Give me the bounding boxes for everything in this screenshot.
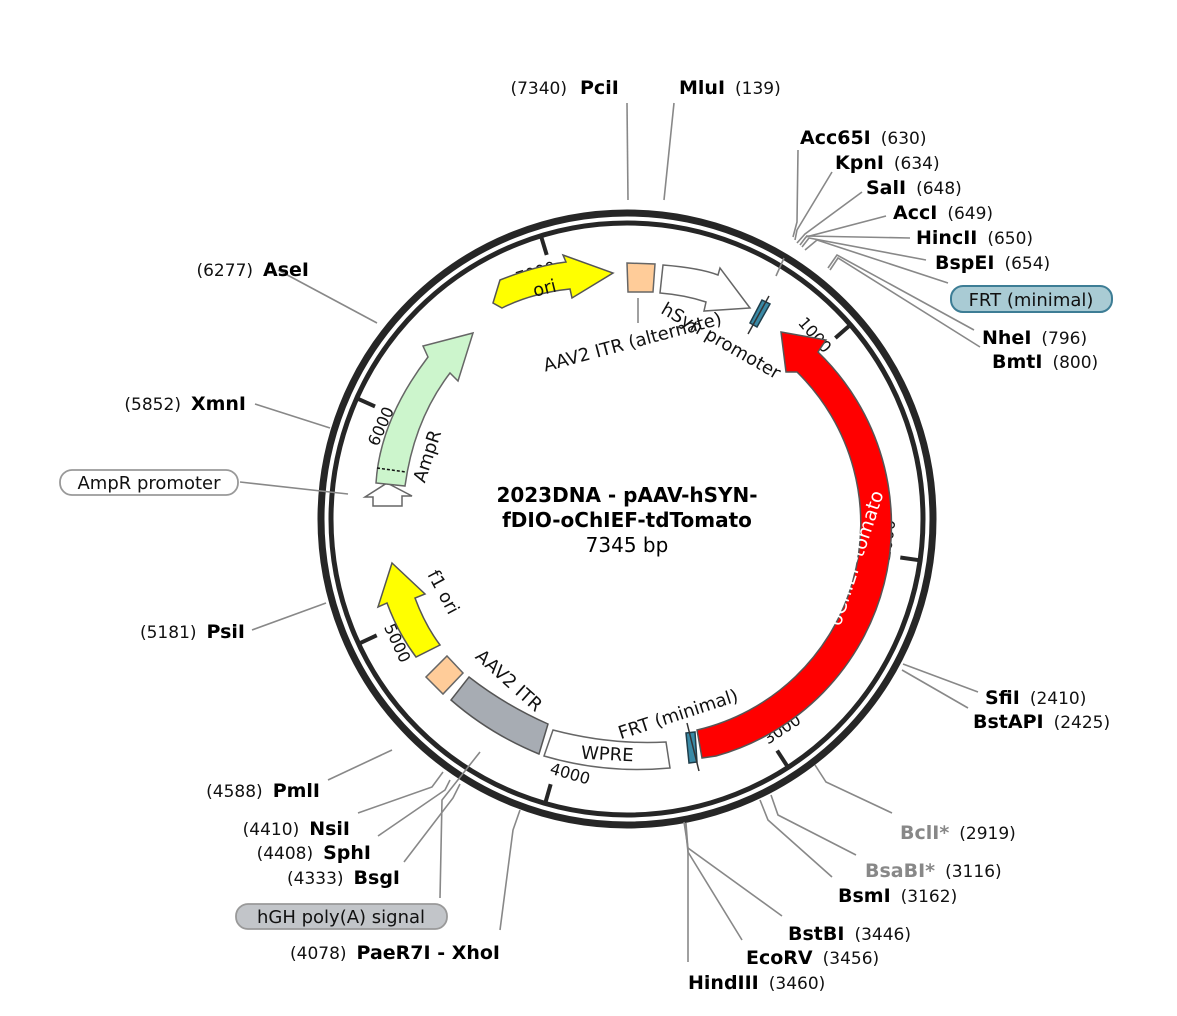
leader-bstapi [901, 669, 969, 709]
feature-f1-ori[interactable] [376, 561, 442, 658]
site-xhoi[interactable]: (4078)PaeR7I - XhoI [290, 942, 500, 964]
site-psii[interactable]: (5181)PsiI [140, 621, 245, 643]
leader-sphi [377, 779, 451, 837]
site-sali[interactable]: SalI(648) [866, 177, 962, 199]
leader-bcli [814, 764, 893, 814]
tick-mark-7000 [539, 237, 549, 256]
plasmid-length: 7345 bp [586, 533, 669, 557]
callout-frt-box [950, 285, 1113, 313]
frt-top-marker [747, 295, 770, 335]
leader-asei [277, 269, 378, 324]
site-asei[interactable]: (6277)AseI [196, 259, 309, 281]
site-pcii[interactable]: (7340) [510, 79, 567, 99]
leader-bmti [829, 256, 981, 348]
site-bspei[interactable]: BspEI(654) [935, 252, 1050, 274]
leader-hindiii [685, 822, 689, 962]
feature-hsyn-promoter[interactable] [659, 264, 752, 312]
feature-aav2-itr-alternate[interactable] [626, 262, 656, 293]
leader-bsmi [759, 799, 833, 878]
leader-hgh [439, 751, 481, 899]
leader-kpni [794, 171, 833, 241]
tick-mark-6000 [357, 397, 376, 409]
site-bstbi[interactable]: BstBI(3446) [788, 923, 911, 945]
site-pmli[interactable]: (4588)PmlI [206, 780, 320, 802]
plasmid-title-block: 2023DNA - pAAV-hSYN- fDIO-oChIEF-tdTomat… [496, 483, 757, 557]
callout-hgh-box [235, 903, 448, 930]
site-bmti[interactable]: BmtI(800) [992, 351, 1098, 373]
feature-ampr[interactable] [375, 331, 475, 487]
leader-xhoi [499, 809, 521, 931]
leader-ampr-promoter [239, 481, 349, 495]
leader-lines [239, 102, 981, 962]
callout-hgh-polya[interactable]: hGH poly(A) signal [235, 903, 448, 930]
leader-sfii [902, 663, 979, 693]
site-sfii[interactable]: SfiI(2410) [985, 687, 1086, 709]
leader-mlui [663, 102, 675, 201]
site-hincii[interactable]: HincII(650) [916, 227, 1033, 249]
leader-acc65i [792, 149, 799, 238]
leader-bsgi [403, 783, 461, 863]
site-nhei[interactable]: NheI(796) [982, 327, 1087, 349]
site-bsabi[interactable]: BsaBI*(3116) [865, 860, 1002, 882]
site-kpni[interactable]: KpnI(634) [835, 152, 940, 174]
site-mlui[interactable]: MluI(139) [679, 77, 781, 99]
feature-label-wpre: WPRE [581, 743, 635, 767]
site-bcli[interactable]: BclI*(2919) [900, 822, 1016, 844]
site-bstapi[interactable]: BstAPI(2425) [973, 711, 1110, 733]
leader-psii [251, 602, 327, 631]
callout-ampr-promoter-box [59, 469, 239, 496]
site-sphi[interactable]: (4408)SphI [257, 842, 371, 864]
site-ecorv[interactable]: EcoRV(3456) [746, 947, 879, 969]
callout-ampr-promoter-label: AmpR promoter [77, 473, 221, 494]
site-bsgi[interactable]: (4333)BsgI [287, 867, 400, 889]
leader-pmli [327, 749, 393, 781]
leader-frt-top [804, 239, 949, 284]
leader-bspei [801, 237, 927, 261]
tick-mark-2000 [900, 555, 919, 563]
callout-frt[interactable]: FRT (minimal) [950, 285, 1113, 313]
leader-hincii [805, 235, 911, 239]
backbone-inner-ring [328, 220, 926, 818]
tick-mark-1000 [834, 324, 851, 340]
feature-ori[interactable] [492, 253, 615, 309]
feature-aav2-itr[interactable] [424, 654, 465, 696]
site-xmni[interactable]: (5852)XmnI [124, 393, 246, 415]
leader-xmni [254, 403, 331, 429]
feature-ochief-tomato[interactable] [696, 331, 893, 759]
site-acc65i[interactable]: Acc65I(630) [800, 127, 926, 149]
site-pcii-name[interactable]: PciI [580, 77, 619, 99]
feature-hgh-polya[interactable] [449, 675, 549, 756]
plasmid-title-line1: 2023DNA - pAAV-hSYN- [496, 483, 757, 507]
callout-hgh-label: hGH poly(A) signal [257, 907, 425, 928]
feature-label-ori: ori [531, 276, 559, 302]
site-nsii[interactable]: (4410)NsiI [243, 818, 350, 840]
tick-mark-3000 [775, 749, 789, 767]
leader-sali [796, 191, 863, 244]
plasmid-title-line2: fDIO-oChIEF-tdTomato [502, 508, 752, 532]
site-bsmi[interactable]: BsmI(3162) [838, 885, 957, 907]
leader-nhei [827, 253, 975, 331]
leader-nsii [357, 771, 444, 814]
site-acci[interactable]: AccI(649) [893, 202, 993, 224]
site-hindiii[interactable]: HindIII(3460) [688, 972, 825, 994]
leader-frt-arc [775, 257, 785, 277]
restriction-sites: (7340) PciI MluI(139) Acc65I(630) KpnI(6… [124, 77, 1110, 994]
leader-acci [799, 215, 887, 246]
feature-wpre[interactable] [543, 729, 671, 771]
tick-mark-5000 [359, 633, 378, 645]
feature-label-f1-ori: f1 ori [423, 567, 464, 618]
callout-frt-label: FRT (minimal) [969, 290, 1094, 311]
backbone-outer-ring [317, 209, 937, 829]
leader-bsabi [770, 794, 857, 856]
frt-bottom-marker [686, 722, 700, 772]
leader-pcii [626, 102, 629, 201]
callout-ampr-promoter[interactable]: AmpR promoter [59, 469, 239, 496]
tick-mark-4000 [543, 783, 553, 803]
